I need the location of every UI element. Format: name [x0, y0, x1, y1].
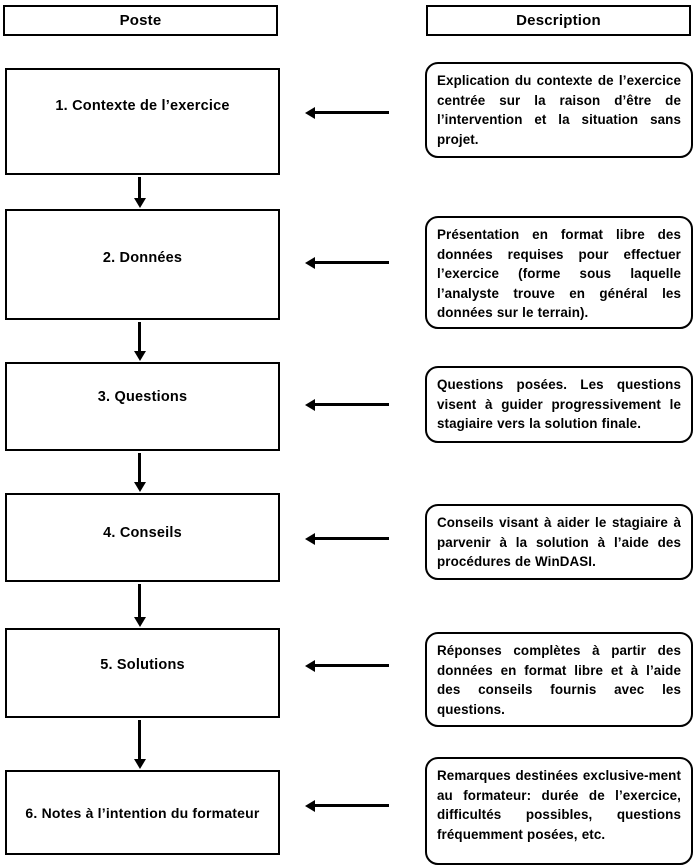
arrow-down-icon-2: [133, 322, 146, 361]
description-box-5-text: Réponses complètes à partir des données …: [437, 643, 681, 717]
arrow-down-icon-5: [133, 720, 146, 769]
stage-box-5: 5. Solutions: [5, 628, 280, 718]
description-box-2-text: Présentation en format libre des données…: [437, 227, 681, 320]
arrow-down-icon-3: [133, 453, 146, 492]
stage-box-2-label: 2. Données: [102, 250, 183, 266]
stage-box-6-label: 6. Notes à l’intention du formateur: [25, 805, 260, 821]
arrow-left-icon-5: [305, 659, 389, 672]
description-box-3: Questions posées. Les questions visent à…: [425, 366, 693, 443]
arrow-left-icon-3: [305, 398, 389, 411]
column-header-poste: Poste: [3, 5, 278, 36]
stage-box-1-label: 1. Contexte de l’exercice: [55, 98, 230, 114]
stage-box-3: 3. Questions: [5, 362, 280, 451]
description-box-6: Remarques destinées exclusive-ment au fo…: [425, 757, 693, 865]
description-box-6-text: Remarques destinées exclusive-ment au fo…: [437, 768, 681, 842]
arrow-left-icon-2: [305, 256, 389, 269]
arrow-left-icon-6: [305, 799, 389, 812]
description-box-1: Explication du contexte de l’exercice ce…: [425, 62, 693, 158]
stage-box-4: 4. Conseils: [5, 493, 280, 582]
description-box-4-text: Conseils visant à aider le stagiaire à p…: [437, 515, 681, 569]
arrow-down-icon-1: [133, 177, 146, 208]
description-box-5: Réponses complètes à partir des données …: [425, 632, 693, 727]
arrow-left-icon-1: [305, 106, 389, 119]
column-header-poste-label: Poste: [119, 12, 162, 29]
stage-box-1: 1. Contexte de l’exercice: [5, 68, 280, 175]
stage-box-2: 2. Données: [5, 209, 280, 320]
stage-box-6: 6. Notes à l’intention du formateur: [5, 770, 280, 855]
stage-box-5-label: 5. Solutions: [100, 657, 185, 673]
arrow-down-icon-4: [133, 584, 146, 627]
description-box-1-text: Explication du contexte de l’exercice ce…: [437, 73, 681, 147]
stage-box-3-label: 3. Questions: [97, 389, 188, 405]
arrow-left-icon-4: [305, 532, 389, 545]
stage-box-4-label: 4. Conseils: [103, 525, 182, 541]
column-header-description: Description: [426, 5, 691, 36]
column-header-description-label: Description: [516, 12, 601, 29]
description-box-4: Conseils visant à aider le stagiaire à p…: [425, 504, 693, 580]
description-box-3-text: Questions posées. Les questions visent à…: [437, 377, 681, 431]
description-box-2: Présentation en format libre des données…: [425, 216, 693, 329]
